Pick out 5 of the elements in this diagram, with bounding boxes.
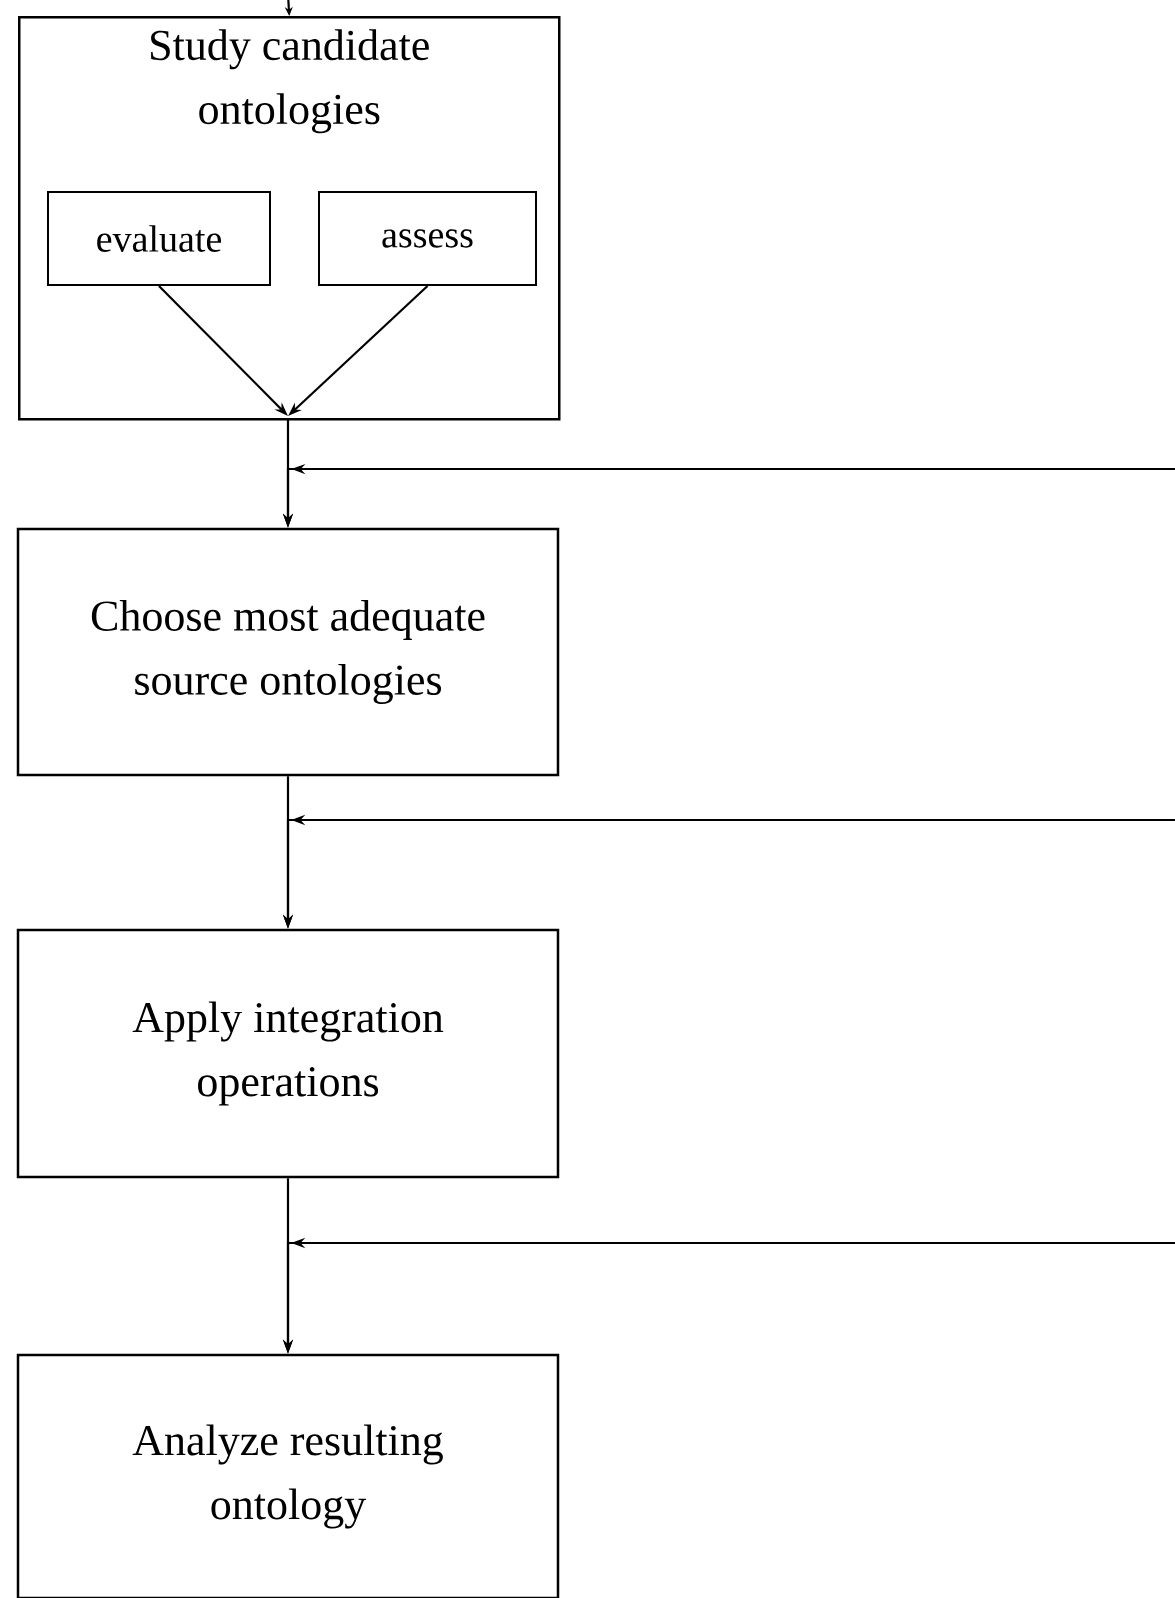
- process-box: Apply integration operations: [16, 928, 560, 1179]
- process-box: Analyze resulting ontology: [16, 1353, 560, 1598]
- step-box: evaluate: [47, 191, 271, 286]
- process-box: Choose most adequate source ontologies: [16, 527, 560, 777]
- step-box: assess: [318, 191, 537, 286]
